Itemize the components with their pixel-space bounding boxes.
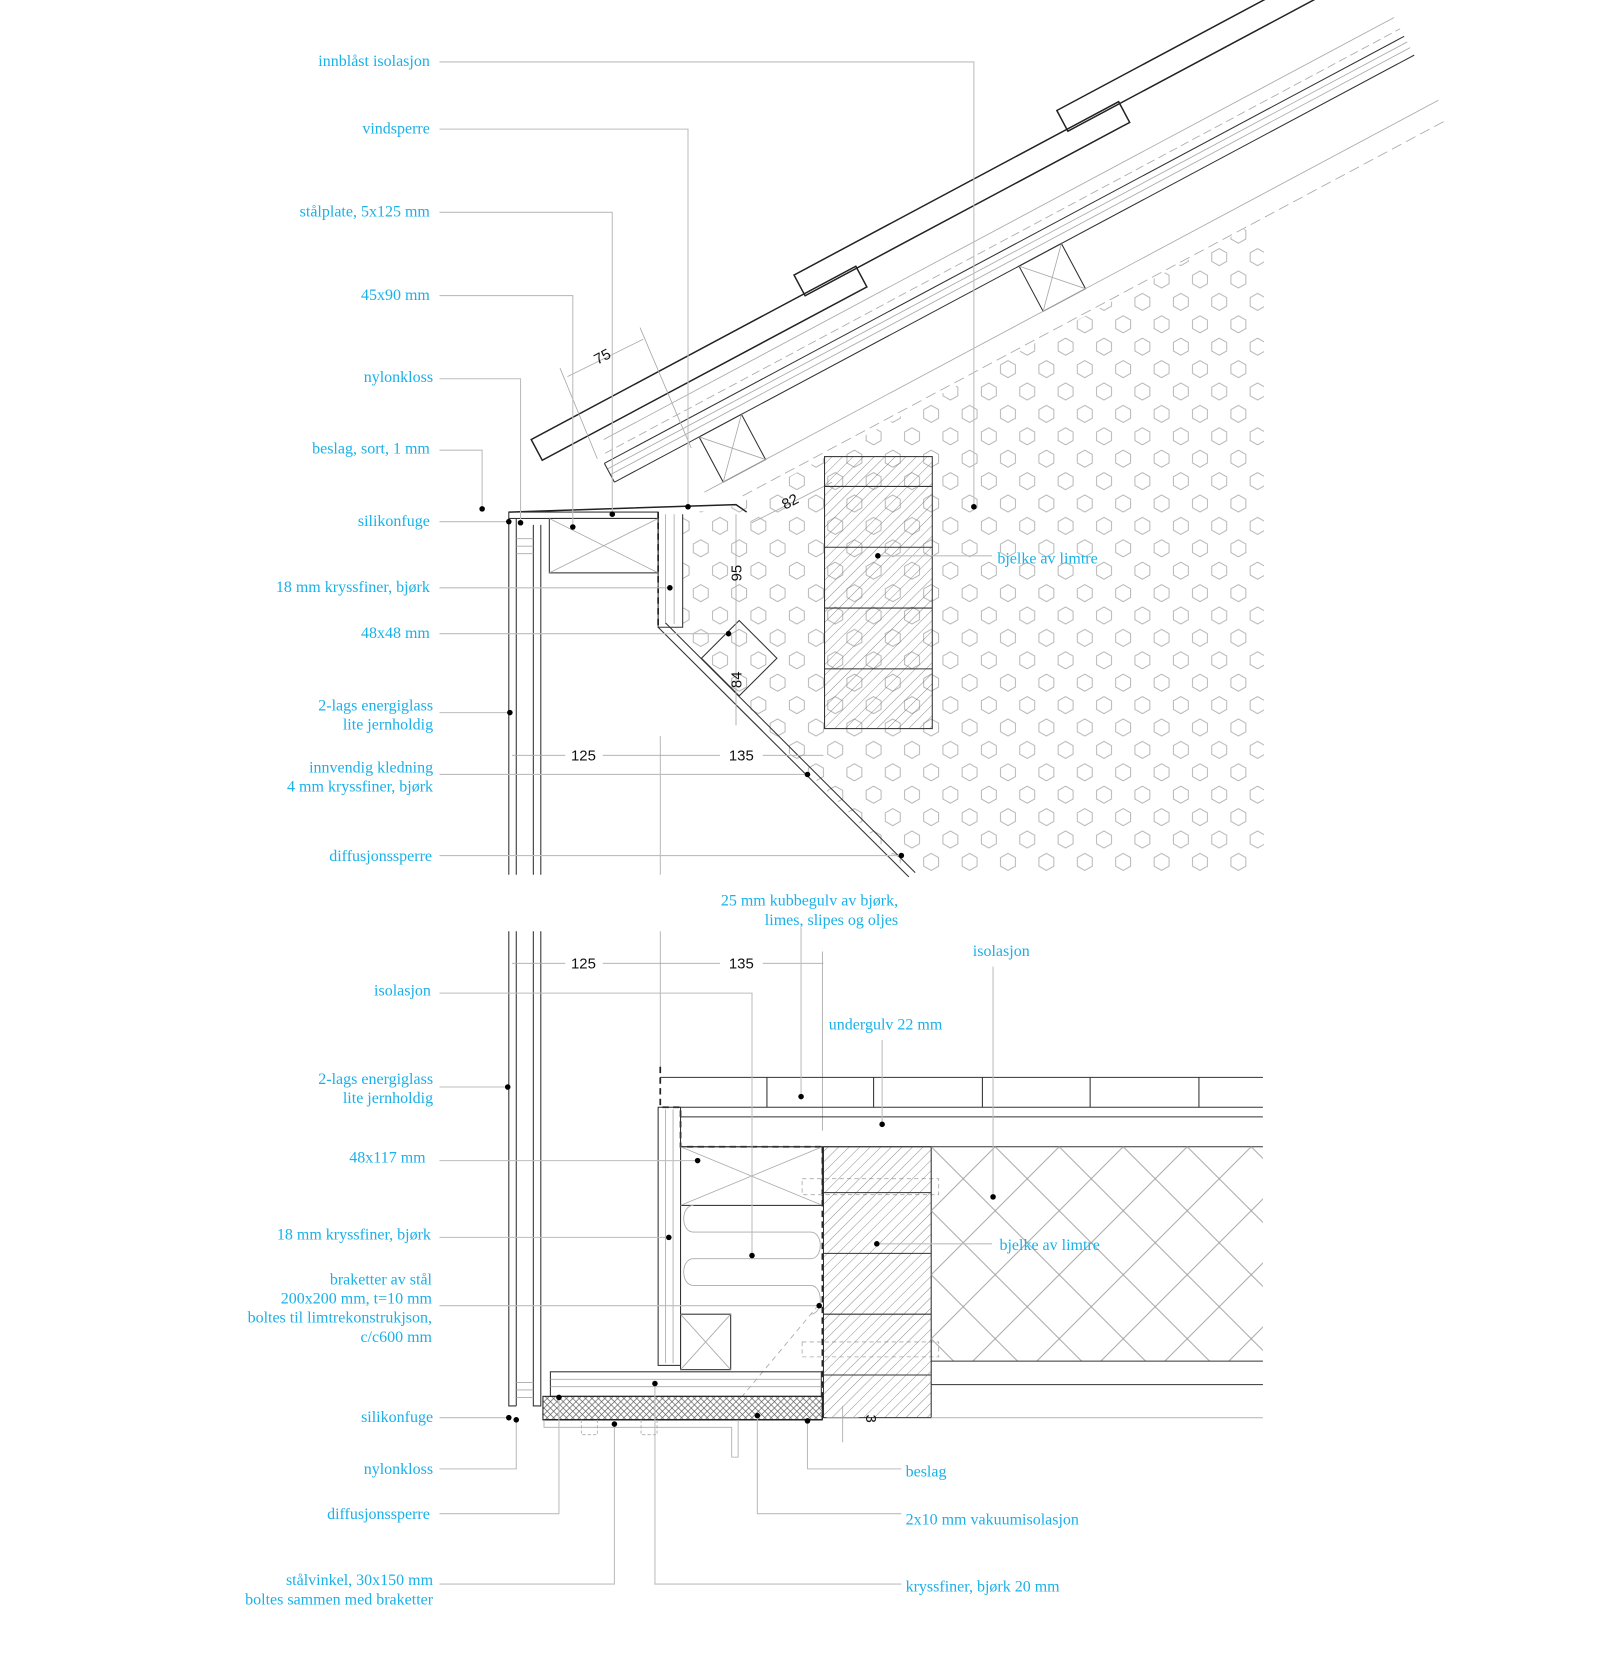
plywood-vertical bbox=[657, 512, 684, 628]
label-kledning-1: innvendig kledning bbox=[309, 759, 433, 776]
dim-95: 95 bbox=[728, 565, 745, 582]
label-undergulv: undergulv 22 mm bbox=[829, 1016, 943, 1033]
dim-125: 125 bbox=[571, 748, 596, 765]
label-diffusjonssperre: diffusjonssperre bbox=[329, 848, 432, 865]
plywood-18mm-bottom bbox=[657, 1106, 682, 1366]
label-silikonfuge: silikonfuge bbox=[358, 513, 430, 530]
insulation-batts bbox=[683, 1204, 821, 1315]
label-energiglass-bottom-2: lite jernholdig bbox=[343, 1090, 433, 1107]
window-frame-top bbox=[508, 518, 542, 875]
label-kledning-2: 4 mm kryssfiner, bjørk bbox=[287, 779, 433, 796]
dim-82: 82 bbox=[779, 491, 802, 514]
label-energiglass-bottom-1: 2-lags energiglass bbox=[318, 1071, 433, 1088]
vacuum-insulation bbox=[542, 1395, 823, 1421]
dim-125-bottom: 125 bbox=[571, 956, 596, 973]
label-braketter-4: c/c600 mm bbox=[360, 1329, 432, 1346]
dim-135: 135 bbox=[729, 748, 754, 765]
block-48x48 bbox=[700, 619, 778, 697]
label-bjelke-limtre: bjelke av limtre bbox=[997, 550, 1097, 567]
label-silikonfuge-bottom: silikonfuge bbox=[361, 1409, 433, 1426]
label-45x90: 45x90 mm bbox=[361, 287, 430, 304]
label-nylonkloss: nylonkloss bbox=[364, 369, 433, 386]
label-beslag: beslag bbox=[906, 1463, 947, 1480]
label-braketter-2: 200x200 mm, t=10 mm bbox=[281, 1291, 433, 1308]
label-kryssfiner: 18 mm kryssfiner, bjørk bbox=[276, 579, 430, 596]
glulam-beam-bottom bbox=[822, 1146, 932, 1419]
roof-tile bbox=[793, 100, 1131, 297]
label-kubbegulv-1: 25 mm kubbegulv av bjørk, bbox=[721, 893, 898, 910]
bottom-detail: 125 135 3 bbox=[245, 893, 1263, 1608]
dim-135-bottom: 135 bbox=[729, 956, 754, 973]
dim-3: 3 bbox=[862, 1414, 879, 1422]
label-stalvinkel-1: stålvinkel, 30x150 mm bbox=[286, 1572, 434, 1589]
label-braketter-1: braketter av stål bbox=[330, 1271, 433, 1288]
roof-tile bbox=[1055, 0, 1352, 133]
label-48x48: 48x48 mm bbox=[361, 625, 430, 642]
label-stalvinkel-2: boltes sammen med braketter bbox=[245, 1591, 434, 1608]
label-braketter-3: boltes til limtrekonstrukjson, bbox=[248, 1310, 432, 1327]
label-diffusjonssperre-bottom: diffusjonssperre bbox=[327, 1506, 430, 1523]
plywood-20mm-bottom bbox=[549, 1371, 822, 1397]
roof-tile bbox=[530, 265, 868, 462]
label-innblast-isolasjon: innblåst isolasjon bbox=[318, 53, 430, 70]
label-energiglass-1: 2-lags energiglass bbox=[318, 697, 433, 714]
floor-boards bbox=[659, 1066, 1263, 1148]
label-48x117: 48x117 mm bbox=[349, 1150, 426, 1167]
label-isolasjon-right: isolasjon bbox=[973, 943, 1030, 960]
block-bottom bbox=[680, 1313, 732, 1371]
roof-build-up bbox=[530, 0, 1449, 497]
label-kryssfiner-20mm: kryssfiner, bjørk 20 mm bbox=[906, 1579, 1061, 1596]
dim-84: 84 bbox=[728, 671, 745, 688]
label-nylonkloss-bottom: nylonkloss bbox=[364, 1461, 433, 1478]
floor-insulation bbox=[931, 1146, 1263, 1362]
label-kubbegulv-2: limes, slipes og oljes bbox=[765, 912, 898, 929]
top-detail: 75 82 95 84 125 135 bbox=[276, 0, 1449, 878]
window-frame-bottom bbox=[508, 931, 542, 1407]
label-vakuumisolasjon: 2x10 mm vakuumisolasjon bbox=[906, 1511, 1079, 1528]
label-kryssfiner-bottom: 18 mm kryssfiner, bjørk bbox=[277, 1227, 431, 1244]
label-vindsperre: vindsperre bbox=[362, 120, 430, 137]
label-energiglass-2: lite jernholdig bbox=[343, 717, 433, 734]
label-beslag-sort: beslag, sort, 1 mm bbox=[312, 440, 430, 457]
glulam-beam-top bbox=[824, 456, 933, 730]
label-isolasjon-left: isolasjon bbox=[374, 982, 431, 999]
dim-75: 75 bbox=[591, 346, 614, 369]
eave-flashing bbox=[508, 503, 748, 513]
label-stalplate: stålplate, 5x125 mm bbox=[300, 204, 431, 221]
label-bjelke-limtre-bottom: bjelke av limtre bbox=[999, 1237, 1099, 1254]
